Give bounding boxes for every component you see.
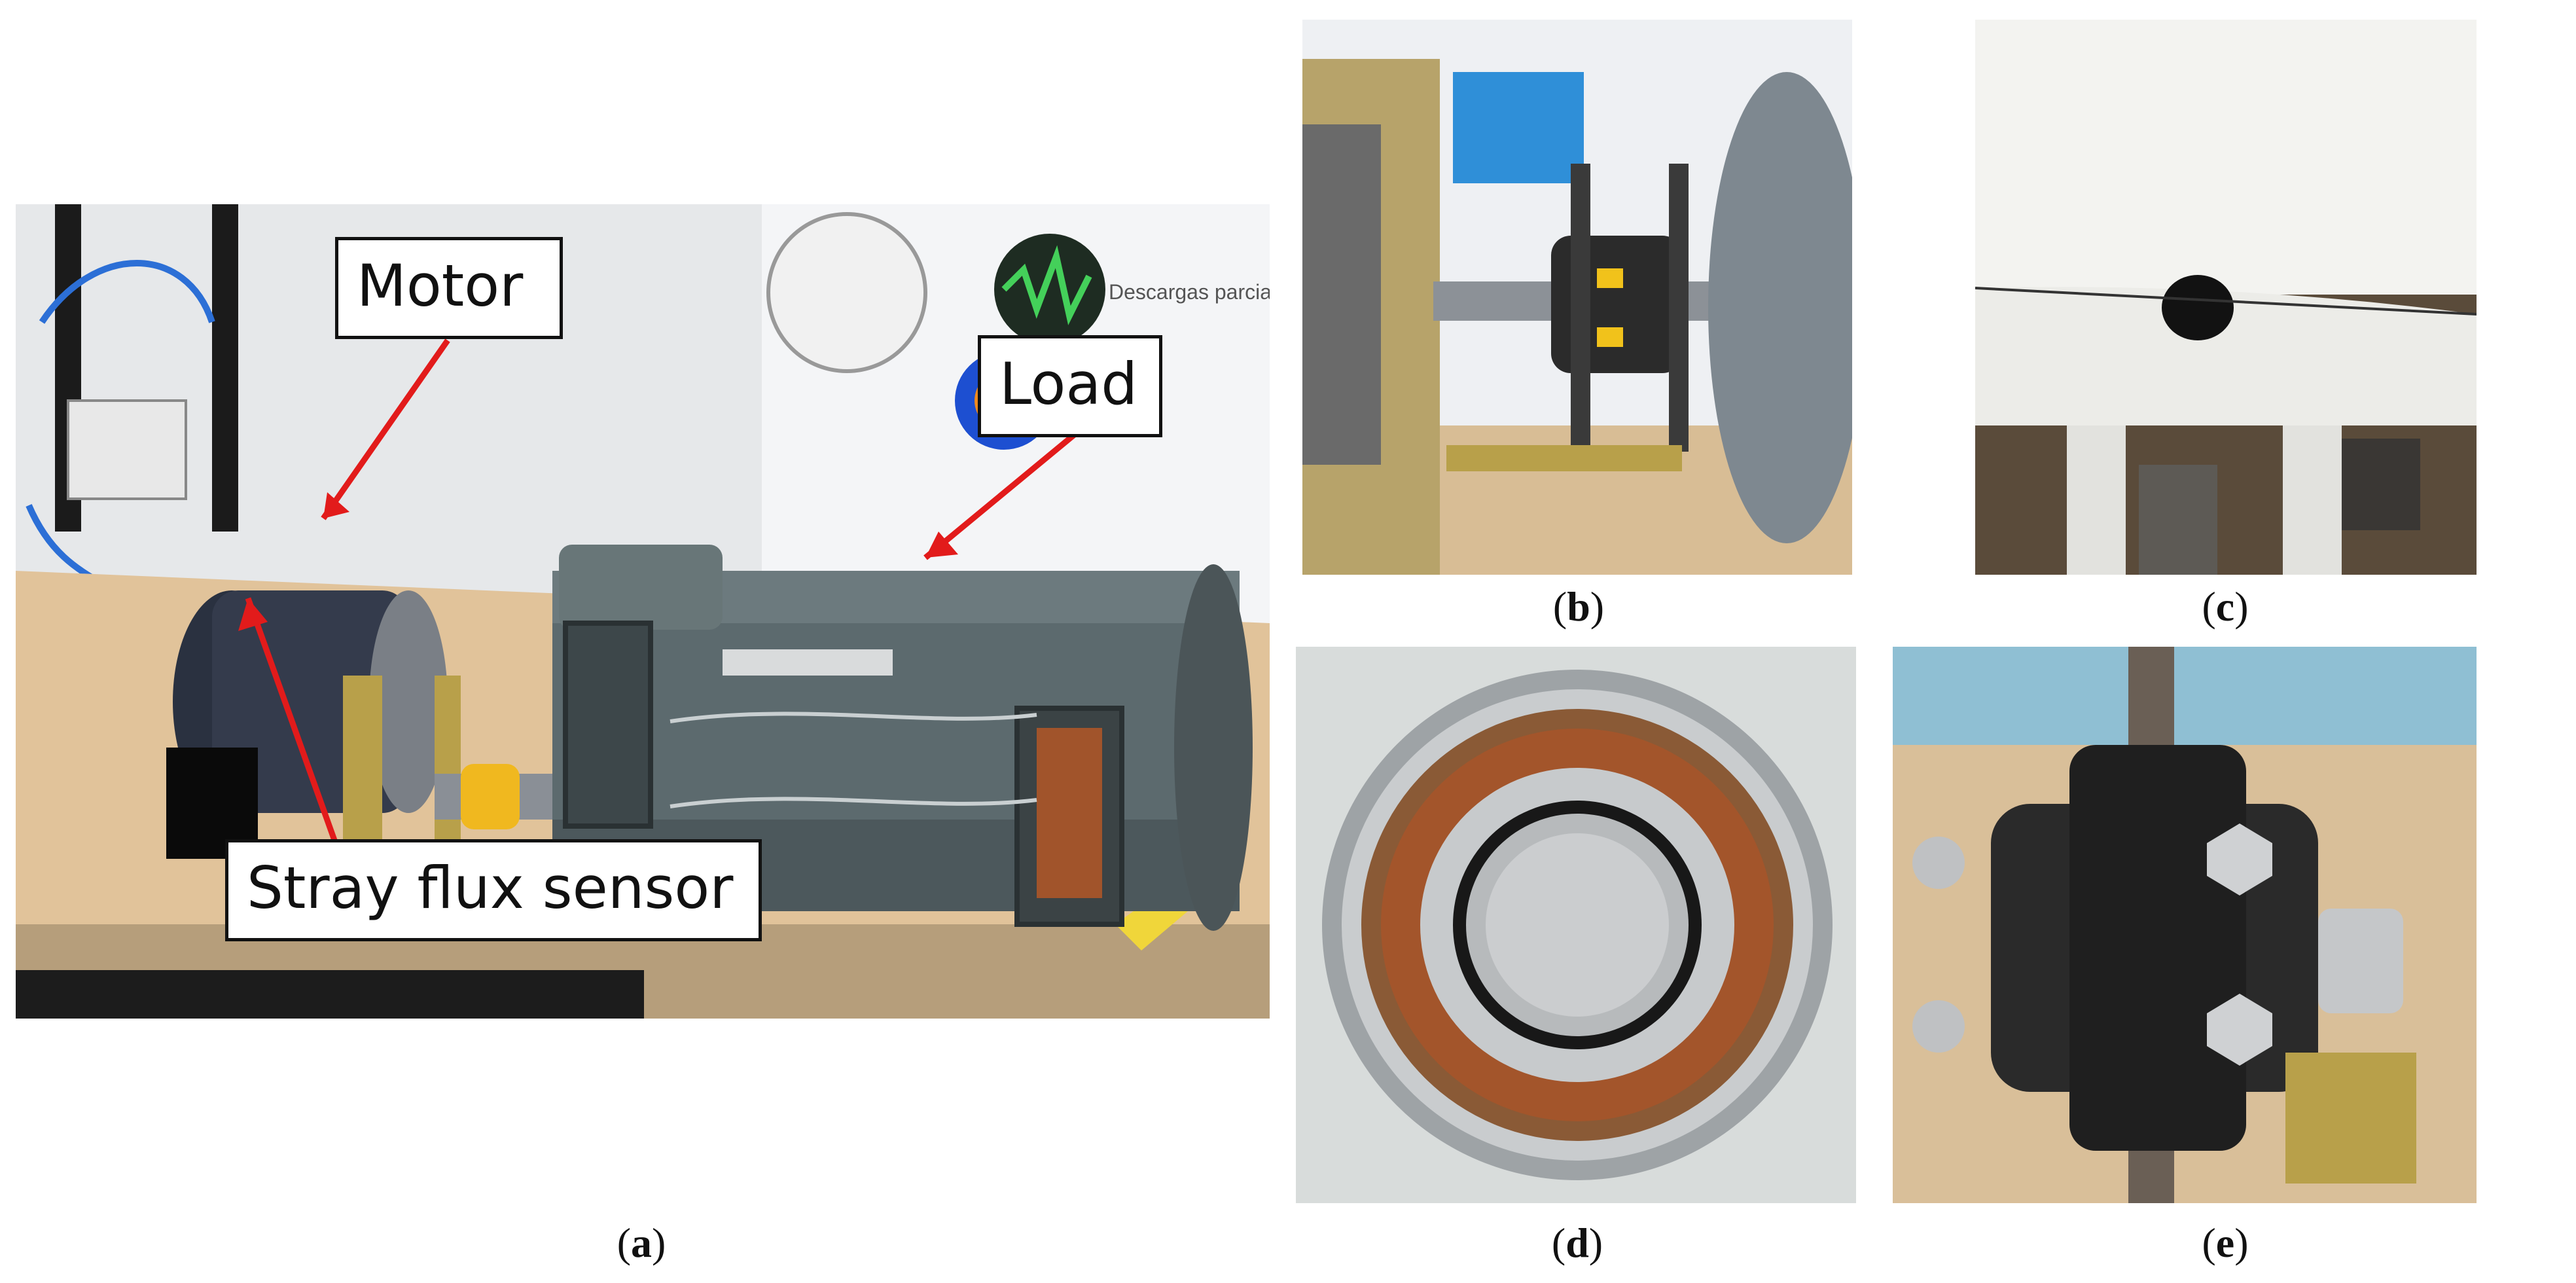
bearing-housing-illustration <box>1975 20 2477 575</box>
caption-d-letter: d <box>1565 1220 1589 1266</box>
caption-c: (c) <box>2202 583 2249 630</box>
caption-c-letter: c <box>2215 583 2235 630</box>
caption-a-letter: a <box>631 1220 652 1266</box>
caption-d: (d) <box>1551 1220 1603 1266</box>
caption-e-letter: e <box>2215 1220 2235 1266</box>
motor-label: Motor <box>335 237 563 339</box>
caption-e: (e) <box>2202 1220 2249 1266</box>
stray-flux-sensor-label: Stray flux sensor <box>225 839 762 941</box>
caption-a: (a) <box>617 1220 666 1266</box>
coupling-illustration <box>1302 20 1852 575</box>
panel-c-photo <box>1975 20 2477 575</box>
panel-d-photo <box>1296 647 1856 1203</box>
panel-e-photo <box>1893 647 2477 1203</box>
coupling-clamp-illustration <box>1893 647 2477 1203</box>
poster-text: Descargas parcial <box>1109 280 1270 304</box>
caption-b-letter: b <box>1567 583 1590 630</box>
caption-b: (b) <box>1552 583 1605 630</box>
load-label: Load <box>978 335 1162 437</box>
rusted-bearing-illustration <box>1296 647 1856 1203</box>
panel-b-photo <box>1302 20 1852 575</box>
